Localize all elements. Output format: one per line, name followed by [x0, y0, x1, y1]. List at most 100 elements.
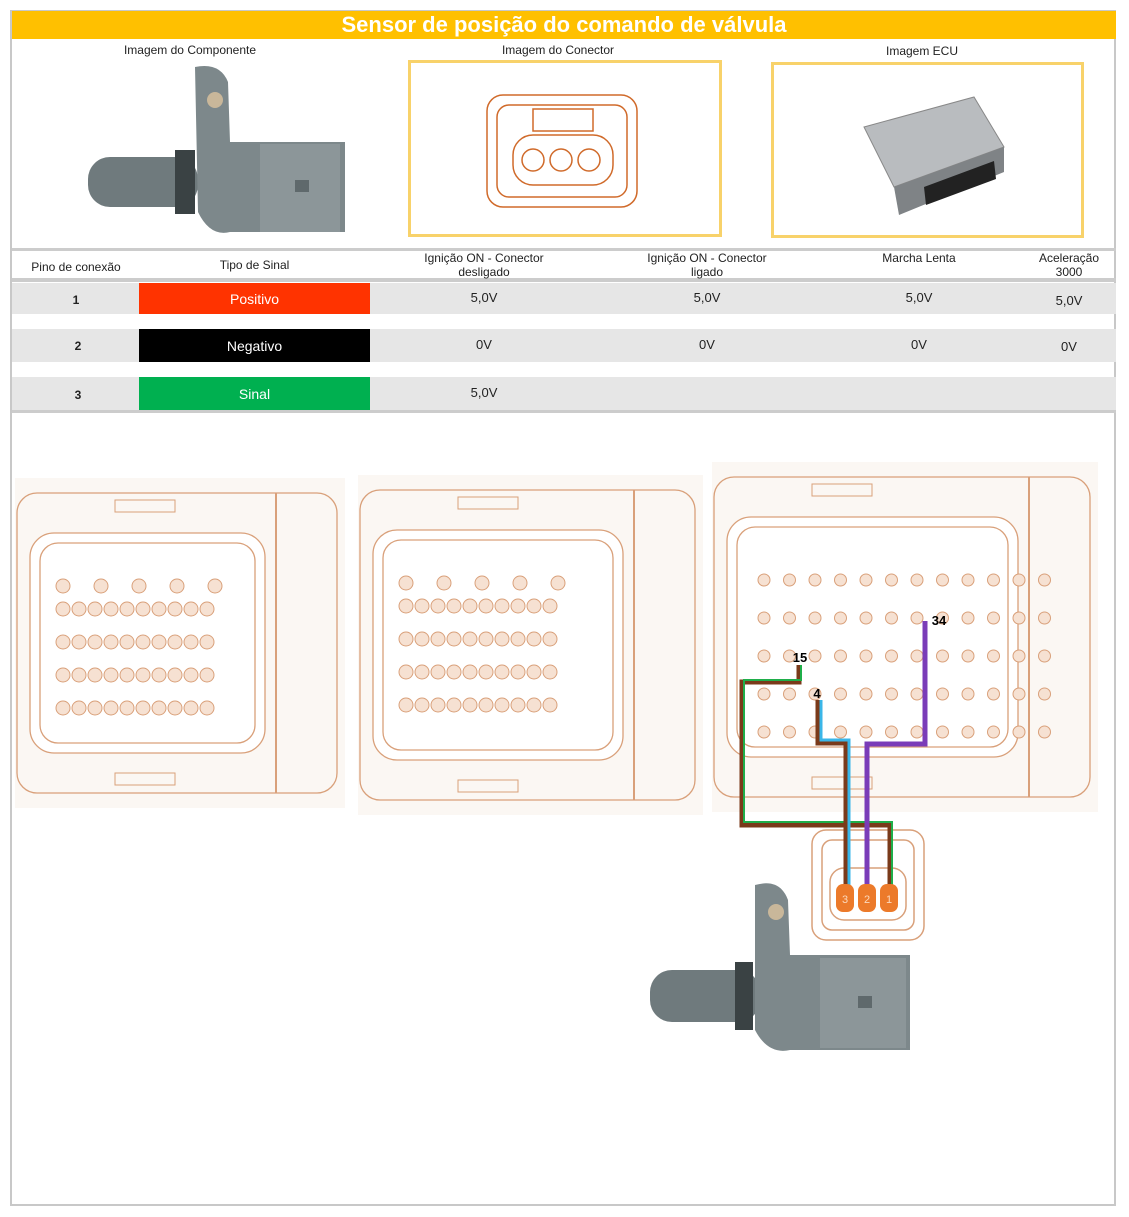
ecu-pin	[135, 700, 151, 716]
ecu-pin	[859, 725, 873, 739]
ecu-pin	[199, 700, 215, 716]
table-header: Pino de conexão Tipo de Sinal Ignição ON…	[12, 248, 1116, 282]
ecu-pin	[961, 687, 975, 701]
ecu-pin	[987, 725, 1000, 739]
ecu-pin	[87, 667, 103, 683]
sensor-pin-label: 1	[886, 894, 892, 906]
ecu-pin	[783, 573, 796, 587]
ecu-pin	[462, 697, 478, 713]
wire-purple	[864, 621, 928, 890]
ecu-pin	[71, 601, 87, 617]
ecu-pin	[494, 664, 510, 680]
ecu-pin	[119, 634, 135, 650]
ecu-pin	[167, 634, 183, 650]
ecu-pin	[478, 631, 494, 647]
pin-number: 3	[74, 388, 82, 402]
ecu-pin	[55, 700, 71, 716]
ecu-pin	[135, 667, 151, 683]
sensor-image	[88, 66, 345, 233]
ecu-pin	[398, 631, 414, 647]
ecu-pin	[542, 631, 558, 647]
ecu-pin	[151, 667, 167, 683]
divider	[12, 410, 1116, 413]
ecu-pin	[436, 575, 452, 591]
ecu-pin	[183, 667, 199, 683]
ecu-pin	[910, 649, 924, 663]
ecu-pin	[1012, 725, 1026, 739]
ecu-pin	[510, 697, 526, 713]
ecu-pin	[398, 575, 414, 591]
ecu-pin	[462, 631, 478, 647]
ecu-pin	[199, 601, 215, 617]
ecu-pin	[526, 631, 542, 647]
ecu-pin	[542, 598, 558, 614]
ecu-pin	[1012, 573, 1026, 587]
ecu-pin	[462, 664, 478, 680]
ecu-pin-label: 15	[793, 650, 807, 665]
ecu-pin	[462, 598, 478, 614]
ecu-pin	[474, 575, 490, 591]
signal-type: Negativo	[139, 329, 370, 362]
ecu-pin	[398, 664, 414, 680]
ecu-pin	[1038, 611, 1051, 625]
ecu-pin	[446, 598, 462, 614]
ecu-pin	[808, 573, 822, 587]
ecu-pin	[103, 634, 119, 650]
ecu-pin	[510, 664, 526, 680]
ecu-pin	[199, 634, 215, 650]
value-accel: 0V	[1061, 339, 1077, 354]
ecu-pin	[151, 634, 167, 650]
ecu-pin	[783, 725, 796, 739]
connector-image-frame	[408, 60, 722, 237]
value-ign-off: 5,0V	[470, 290, 498, 305]
ecu-pin	[987, 687, 1000, 701]
ecu-pin	[430, 631, 446, 647]
value-ign-off: 5,0V	[470, 385, 498, 400]
ecu-pin	[526, 697, 542, 713]
table-row: 2 Negativo 0V 0V 0V 0V	[12, 329, 1116, 362]
ecu-pin	[936, 687, 949, 701]
ecu-pin	[910, 573, 924, 587]
ecu-pin	[55, 634, 71, 650]
ecu-pin	[961, 573, 975, 587]
ecu-pin	[885, 687, 898, 701]
ecu-pin	[1012, 611, 1026, 625]
ecu-pin	[494, 631, 510, 647]
caption-ecu: Imagem ECU	[885, 44, 959, 58]
ecu-pin	[478, 598, 494, 614]
ecu-pin	[1038, 687, 1051, 701]
ecu-connector-3	[712, 462, 1098, 812]
ecu-pin	[151, 601, 167, 617]
ecu-pin	[834, 649, 847, 663]
ecu-pin	[936, 725, 949, 739]
ecu-pin	[494, 697, 510, 713]
ecu-pin	[757, 649, 771, 663]
ecu-pin	[430, 598, 446, 614]
ecu-pin	[93, 578, 109, 594]
ecu-pin	[207, 578, 223, 594]
ecu-pin	[808, 687, 822, 701]
wire-green-stripe	[743, 665, 893, 890]
ecu-pin-label: 4	[813, 686, 821, 701]
ecu-pin	[414, 697, 430, 713]
ecu-pin	[834, 725, 847, 739]
ecu-pin	[961, 725, 975, 739]
header-ign-on: Ignição ON - Conector ligado	[647, 251, 767, 279]
ecu-pin	[1038, 725, 1051, 739]
caption-connector: Imagem do Conector	[501, 43, 615, 57]
ecu-pin	[169, 578, 185, 594]
ecu-pin	[936, 611, 949, 625]
ecu-pin	[398, 697, 414, 713]
ecu-pin	[542, 664, 558, 680]
value-idle: 5,0V	[905, 290, 933, 305]
ecu-pin	[510, 631, 526, 647]
header-idle: Marcha Lenta	[882, 251, 956, 265]
ecu-pin	[936, 573, 949, 587]
ecu-pin	[55, 667, 71, 683]
ecu-pin	[103, 700, 119, 716]
ecu-pin	[103, 667, 119, 683]
ecu-pin	[512, 575, 528, 591]
ecu-pin	[910, 725, 924, 739]
ecu-pin	[859, 687, 873, 701]
